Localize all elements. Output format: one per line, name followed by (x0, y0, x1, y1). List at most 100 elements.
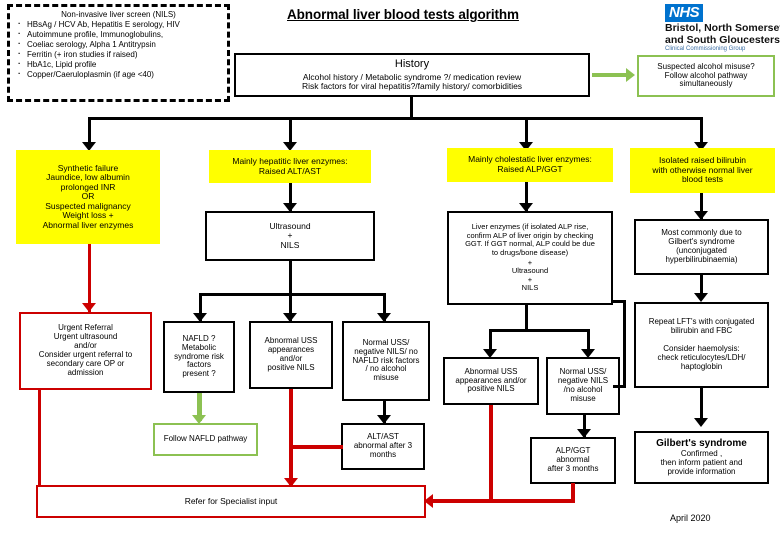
nor-uss-hep-line-1: Normal USS/ (362, 337, 410, 347)
connector-abn-uss-hep-red-trunk (289, 389, 293, 485)
arrowhead-refer-from-cholestatic (424, 494, 433, 508)
liverenz-line-7: + (527, 274, 533, 284)
alpggt-line-2: abnormal (556, 455, 590, 465)
nafld-line-5: present ? (182, 369, 216, 379)
arrowhead-gilberts-cause (694, 211, 708, 220)
bilirubin-box: Isolated raised bilirubin with otherwise… (630, 148, 775, 193)
connector-alpggt-to-red-bus (489, 499, 575, 503)
connector-urgent-to-refer (38, 390, 41, 485)
uss-line-3: NILS (280, 239, 300, 250)
page-title: Abnormal liver blood tests algorithm (287, 7, 519, 22)
arrowhead-bilirubin (694, 142, 708, 151)
repeatlft-line-2: bilirubin and FBC (670, 326, 733, 336)
urgent-line-4: Consider urgent referral to (38, 350, 133, 359)
repeatlft-line-4: Consider haemolysis: (663, 344, 740, 354)
nor-uss-hep-line-5: misuse (373, 373, 399, 383)
nafld-line-2: Metabolic (181, 342, 217, 352)
arrowhead-alpggt (577, 429, 591, 438)
ultrasound-nils-box: Ultrasound + NILS (205, 211, 375, 261)
arrowhead-gilberts-confirmed (694, 418, 708, 427)
arrowhead-nafld (193, 313, 207, 322)
hepatitic-box: Mainly hepatitic liver enzymes: Raised A… (209, 150, 371, 183)
abn-uss-chol-line-3: positive NILS (467, 384, 515, 394)
alcohol-line-3: simultaneously (679, 79, 733, 89)
refer-specialist-label: Refer for Specialist input (184, 495, 278, 506)
synthetic-failure-box: Synthetic failure Jaundice, low albumin … (16, 150, 160, 244)
arrowhead-cholestatic (519, 142, 533, 151)
alpggt-line-1: ALP/GGT (555, 446, 591, 456)
list-item: Autoimmune profile, Immunoglobulins, (18, 29, 222, 40)
connector-gilberts-to-repeatlft (700, 275, 703, 299)
connector-to-cholestatic (525, 117, 528, 146)
hepatitic-line-2: Raised ALT/AST (258, 165, 322, 176)
connector-cholestatic-to-liverenzymes (525, 182, 528, 211)
synthetic-line-7: Abnormal liver enzymes (42, 219, 134, 230)
nils-panel: Non-invasive liver screen (NILS) HBsAg /… (7, 4, 230, 102)
arrowhead-normal-uss-hep (377, 313, 391, 322)
gilberts-cause-line-4: hyperbilirubinaemia) (665, 254, 738, 264)
connector-branch-bus (88, 117, 700, 120)
hepatitic-line-1: Mainly hepatitic liver enzymes: (232, 155, 348, 166)
abnormal-uss-hepatitic-box: Abnormal USS appearances and/or positive… (249, 321, 333, 389)
gilberts-confirmed-box: Gilbert's syndrome Confirmed , then info… (634, 431, 769, 484)
abn-uss-chol-line-2: appearances and/or (455, 375, 527, 385)
follow-nafld-pathway-box: Follow NAFLD pathway (153, 423, 258, 456)
connector-right-bracket-top (613, 300, 626, 303)
nils-list: HBsAg / HCV Ab, Hepatitis E serology, HI… (15, 19, 222, 80)
gilberts-cause-line-1: Most commonly due to (661, 228, 742, 238)
alp-ggt-abnormal-box: ALP/GGT abnormal after 3 months (530, 437, 616, 484)
cholestatic-box: Mainly cholestatic liver enzymes: Raised… (447, 148, 613, 182)
urgent-referral-box: Urgent Referral Urgent ultrasound and/or… (19, 312, 152, 390)
follow-nafld-label: Follow NAFLD pathway (163, 434, 248, 444)
arrowhead-normal-uss-chol (581, 349, 595, 358)
liver-enzymes-box: Liver enzymes (if isolated ALP rise, con… (447, 211, 613, 305)
bilirubin-line-3: blood tests (681, 174, 724, 185)
history-line-1: Alcohol history / Metabolic syndrome ?/ … (302, 71, 522, 82)
liverenz-line-4: to drugs/bone disease) (491, 247, 569, 257)
normal-uss-hepatitic-box: Normal USS/ negative NILS/ no NAFLD risk… (342, 321, 430, 401)
arrowhead-liver-enzymes (519, 203, 533, 212)
arrowhead-altast (377, 415, 391, 424)
nhs-badge: NHS (665, 4, 704, 23)
bilirubin-line-1: Isolated raised bilirubin (659, 155, 746, 166)
synthetic-line-2: Jaundice, low albumin (46, 172, 130, 183)
history-box: History Alcohol history / Metabolic synd… (234, 53, 590, 97)
connector-synthetic-to-urgent (88, 244, 91, 312)
history-line-2: Risk factors for viral hepatitis?/family… (301, 81, 523, 92)
date-label: April 2020 (670, 513, 711, 523)
connector-hepatitic-to-uss (289, 183, 292, 211)
alt-ast-abnormal-box: ALT/AST abnormal after 3 months (341, 423, 425, 470)
nor-uss-hep-line-2: negative NILS/ no (354, 346, 418, 356)
nafld-line-3: syndrome risk (174, 351, 224, 361)
gilberts-confirmed-line-1: Confirmed , (680, 448, 723, 458)
connector-abn-uss-chol-red (489, 405, 493, 501)
history-heading: History (394, 58, 430, 71)
uss-line-2: + (287, 230, 293, 241)
connector-to-synthetic (88, 117, 91, 146)
repeatlft-line-5: check reticulocytes/LDH/ (657, 352, 746, 362)
abn-uss-hep-line-2: appearances (267, 345, 315, 355)
liverenz-line-5: + (527, 258, 533, 267)
nhs-line-2: and South Gloucestershire (665, 34, 780, 47)
urgent-line-2: Urgent ultrasound (53, 332, 118, 342)
connector-red-to-refer-box (428, 499, 491, 503)
gilberts-cause-line-3: (unconjugated (676, 246, 727, 255)
connector-right-bracket-vertical (623, 300, 626, 388)
abnormal-uss-cholestatic-box: Abnormal USS appearances and/or positive… (443, 357, 539, 405)
arrowhead-urgent-referral (82, 303, 96, 312)
liverenz-line-1: Liver enzymes (if isolated ALP rise, (471, 222, 589, 232)
connector-cholestatic-split-bus (489, 329, 590, 332)
connector-uss-down (289, 261, 292, 293)
gilberts-confirmed-line-2: then inform patient and (660, 457, 743, 467)
abn-uss-hep-line-4: positive NILS (267, 362, 315, 372)
alcohol-line-1: Suspected alcohol misuse? (657, 61, 755, 71)
connector-to-normal-uss-hep (383, 293, 386, 321)
nor-uss-chol-line-2: negative NILS (557, 376, 609, 386)
list-item: Coeliac serology, Alpha 1 Antitrypsin (18, 39, 222, 50)
gilberts-confirmed-line-3: provide information (667, 466, 736, 476)
nor-uss-hep-line-3: NAFLD risk factors (352, 355, 420, 365)
connector-to-abnormal-uss-hep (289, 293, 292, 321)
liverenz-line-6: Ultrasound (511, 266, 549, 276)
connector-to-bilirubin (700, 117, 703, 146)
